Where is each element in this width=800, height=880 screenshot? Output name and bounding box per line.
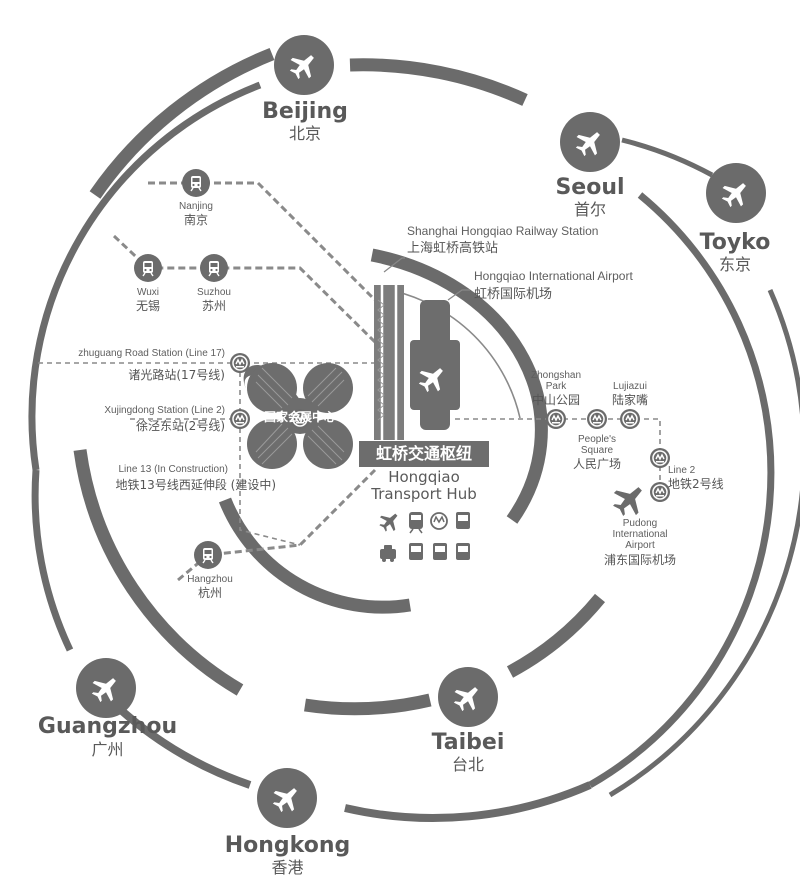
station-nanjing-en: Nanjing xyxy=(179,201,213,212)
city-toyko-zh: 东京 xyxy=(718,255,751,274)
station-hangzhou-en: Hangzhou xyxy=(187,574,233,585)
toyko-airport-icon xyxy=(706,163,766,223)
seoul-airport-icon xyxy=(560,112,620,172)
railway-station-zh: 上海虹桥高铁站 xyxy=(407,241,499,256)
city-seoul-en: Seoul xyxy=(555,175,625,200)
expo-center-label: 国家会展中心 xyxy=(263,410,336,424)
bus-icon xyxy=(456,543,470,560)
nanjing-train-icon xyxy=(182,169,210,197)
hongkong-airport-icon xyxy=(257,768,317,828)
taxi-icon xyxy=(380,545,396,562)
metro-line13-en: Line 13 (In Construction) xyxy=(118,464,228,475)
line2-zh: 地铁2号线 xyxy=(668,477,724,491)
lujiazui-zh: 陆家嘴 xyxy=(611,393,648,407)
zhuguang-metro-icon xyxy=(230,353,250,373)
pudong-en-3: Airport xyxy=(625,540,655,551)
peoples-zh: 人民广场 xyxy=(572,457,621,471)
hub-title-en-2: Transport Hub xyxy=(371,485,477,503)
lujiazui-en: Lujiazui xyxy=(613,381,647,392)
station-nanjing-zh: 南京 xyxy=(183,213,208,227)
station-hangzhou-zh: 杭州 xyxy=(197,586,222,600)
hangzhou-train-icon xyxy=(194,541,222,569)
hub-transport-icons xyxy=(379,512,470,562)
lujiazui-metro-icon xyxy=(620,409,640,429)
suzhou-train-icon xyxy=(200,254,228,282)
wuxi-train-icon xyxy=(134,254,162,282)
peoples-en-1: People's xyxy=(577,434,617,445)
city-beijing-en: Beijing xyxy=(262,99,348,124)
pudong-zh: 浦东国际机场 xyxy=(603,553,676,567)
station-wuxi-zh: 无锡 xyxy=(135,299,160,313)
metro-zhuguang-zh: 诸光路站(17号线) xyxy=(128,368,225,382)
expo-clover-icon xyxy=(243,363,353,469)
airport-en: Hongqiao International Airport xyxy=(474,269,633,283)
metro-icons xyxy=(230,353,670,502)
railway-station-tracks xyxy=(374,285,404,440)
zhongshan-zh: 中山公园 xyxy=(531,393,580,407)
metro-xujingdong-zh: 徐泾东站(2号线) xyxy=(136,419,225,433)
peoples-en-2: Square xyxy=(580,445,614,456)
city-beijing-zh: 北京 xyxy=(288,124,321,143)
taibei-airport-icon xyxy=(438,667,498,727)
zhongshan-metro-icon xyxy=(546,409,566,429)
metro-xujingdong-en: Xujingdong Station (Line 2) xyxy=(104,405,225,416)
hub-title-en-1: Hongqiao xyxy=(388,468,460,486)
leader-lines xyxy=(383,257,470,301)
peoples-metro-icon xyxy=(587,409,607,429)
hub-title-zh: 虹桥交通枢纽 xyxy=(359,441,489,467)
expo-metro-icon xyxy=(290,409,310,429)
line2-metro-icon-1 xyxy=(650,448,670,468)
station-suzhou-en: Suzhou xyxy=(197,287,231,298)
bus-icon xyxy=(409,543,423,560)
airport-zh: 虹桥国际机场 xyxy=(474,287,553,302)
zhongshan-en-1: Zhongshan xyxy=(530,370,582,381)
metro-zhuguang-en: zhuguang Road Station (Line 17) xyxy=(78,348,225,359)
train-icon xyxy=(409,512,423,534)
guangzhou-airport-icon xyxy=(76,658,136,718)
city-seoul-zh: 首尔 xyxy=(573,200,606,219)
pudong-en-2: International xyxy=(612,529,668,540)
metro-line13-zh: 地铁13号线西延伸段 (建设中) xyxy=(115,478,276,492)
metro-icon xyxy=(430,512,448,530)
airplane-icon xyxy=(379,513,398,532)
zhongshan-en-2: Park xyxy=(545,381,567,392)
bus-icon xyxy=(456,512,470,529)
line2-metro-icon-2 xyxy=(650,482,670,502)
city-taibei-en: Taibei xyxy=(431,730,505,755)
city-taibei-zh: 台北 xyxy=(451,755,484,774)
airport-terminal xyxy=(410,300,460,430)
bus-icon xyxy=(433,543,447,560)
rail-station-icons xyxy=(134,169,228,569)
pudong-en-1: Pudong xyxy=(622,518,658,529)
city-guangzhou-en: Guangzhou xyxy=(37,714,178,739)
city-icons xyxy=(76,35,766,828)
city-hongkong-zh: 香港 xyxy=(271,858,304,877)
xujingdong-metro-icon xyxy=(230,409,250,429)
city-guangzhou-zh: 广州 xyxy=(91,740,124,759)
station-wuxi-en: Wuxi xyxy=(136,287,160,298)
outer-ring-arcs xyxy=(28,47,800,823)
line2-en: Line 2 xyxy=(668,465,696,476)
city-hongkong-en: Hongkong xyxy=(224,833,351,858)
city-toyko-en: Toyko xyxy=(699,230,771,255)
hub-arc-line xyxy=(377,287,521,419)
pudong-airplane-icon xyxy=(613,487,642,516)
station-suzhou-zh: 苏州 xyxy=(201,299,226,313)
beijing-airport-icon xyxy=(274,35,334,95)
railway-station-en: Shanghai Hongqiao Railway Station xyxy=(407,224,599,238)
